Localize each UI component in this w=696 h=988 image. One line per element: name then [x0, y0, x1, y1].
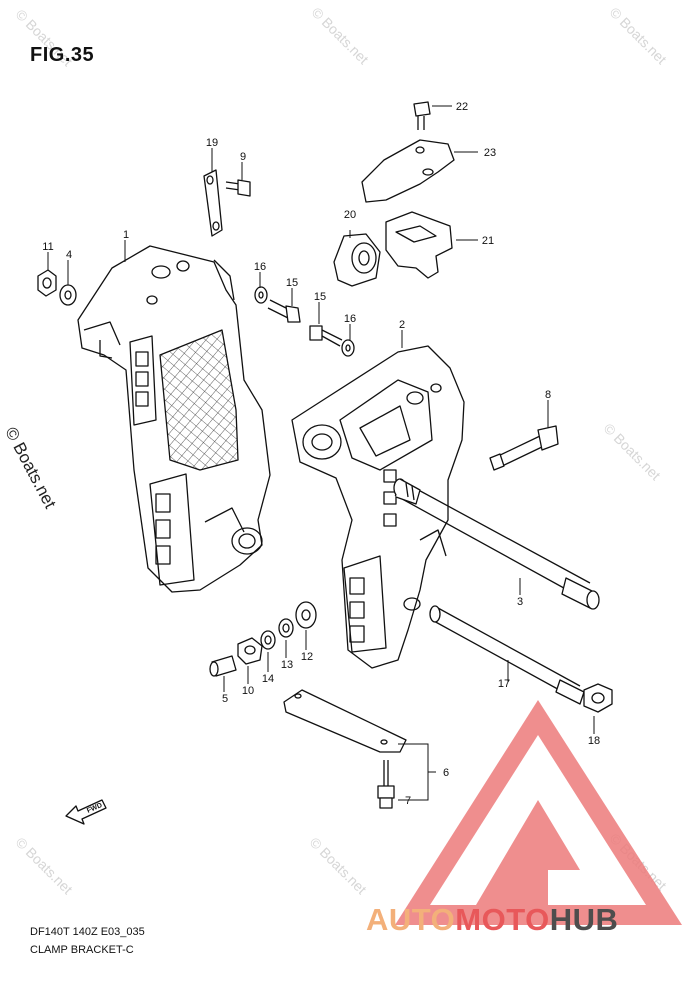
plate-6 [283, 689, 407, 753]
washer-16a [254, 286, 268, 304]
callout-label: 1 [123, 229, 129, 241]
callout-label: 13 [281, 659, 293, 671]
nut-18 [583, 683, 613, 713]
callout-label: 14 [262, 673, 274, 685]
figure-title: FIG.35 [30, 44, 95, 66]
callout-label: 15 [286, 277, 298, 289]
callout-label: 16 [254, 261, 266, 273]
strap-19 [203, 169, 223, 237]
washer-4 [59, 284, 77, 306]
logo-part-moto: MOTO [455, 902, 550, 937]
cover-23 [361, 139, 455, 203]
nut-11 [37, 269, 57, 297]
callout-label: 3 [517, 596, 523, 608]
callout-label: 9 [240, 151, 246, 163]
nut-10 [237, 637, 263, 665]
washer-13 [278, 618, 294, 638]
callout-label: 17 [498, 678, 510, 690]
bushing-5 [209, 655, 237, 677]
callout-label: 22 [456, 101, 468, 113]
logo-triangle-icon [395, 700, 682, 925]
callout-label: 11 [42, 241, 53, 253]
logo-wordmark: AUTOMOTOHUB [366, 902, 618, 938]
leader-lines [47, 105, 595, 801]
callout-label: 18 [588, 735, 600, 747]
bolt-15a [267, 299, 301, 323]
bolt-17 [429, 605, 585, 705]
diagram-code: DF140T 140Z E03_035 [30, 926, 145, 938]
logo-part-auto: AUTO [366, 902, 456, 937]
holder-21 [385, 211, 453, 279]
callout-label: 10 [242, 685, 254, 697]
callout-label: 20 [344, 209, 356, 221]
callout-label: 7 [405, 795, 411, 807]
callout-label: 8 [545, 389, 551, 401]
callout-label: 4 [66, 249, 72, 261]
clamp-bracket-2 [291, 345, 465, 669]
callout-label: 19 [206, 137, 218, 149]
callout-label: 21 [482, 235, 494, 247]
bolt-15b [309, 325, 343, 347]
shaft-3 [393, 478, 600, 610]
screw-7 [377, 760, 395, 809]
mount-20 [333, 233, 381, 287]
callout-label: 16 [344, 313, 356, 325]
callout-label: 2 [399, 319, 405, 331]
bolt-22 [413, 101, 431, 130]
washer-14 [260, 630, 276, 650]
fwd-arrow-icon [65, 799, 107, 825]
callout-label: 12 [301, 651, 313, 663]
washer-12 [295, 601, 317, 629]
callout-label: 5 [222, 693, 228, 705]
bolt-8 [489, 425, 559, 471]
callout-label: 23 [484, 147, 496, 159]
callout-label: 15 [314, 291, 326, 303]
diagram-name: CLAMP BRACKET-C [30, 944, 134, 956]
bolt-9 [225, 179, 251, 197]
logo-part-hub: HUB [549, 902, 619, 937]
washer-16b [341, 339, 355, 357]
clamp-bracket-1 [77, 245, 271, 593]
callout-label: 6 [443, 767, 449, 779]
